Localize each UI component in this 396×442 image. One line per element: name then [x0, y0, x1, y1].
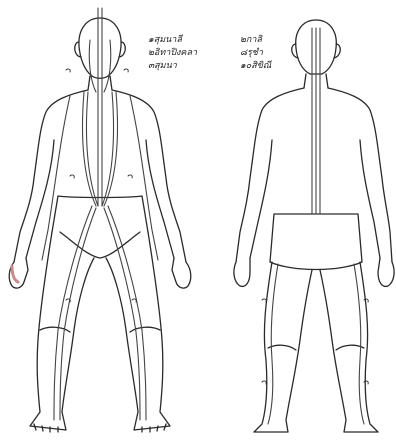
back-channels: [268, 28, 364, 424]
legend-right-item: ๑๐สิขิณี: [240, 60, 271, 73]
legend-right-item: ๒กาลิ: [240, 34, 271, 47]
front-waist: [52, 196, 148, 232]
front-right-leg: [106, 232, 170, 430]
front-left-arm-channel: [42, 96, 70, 260]
legend-left-item: ๒อิทาปิงคลา: [148, 47, 197, 60]
legend-right: ๒กาลิ ๘รุชำ ๑๐สิขิณี: [240, 34, 271, 73]
front-point-marker: [66, 69, 136, 302]
legend-right-item: ๘รุชำ: [240, 47, 271, 60]
front-left-leg: [30, 232, 94, 430]
back-leg-channels: [268, 264, 364, 424]
front-right-hand: [172, 258, 191, 288]
legend-left: ๑สุมนาลี ๒อิทาปิงคลา ๓สุมนา: [148, 34, 197, 73]
back-hands: [234, 258, 394, 286]
front-right-arm-channel: [130, 96, 158, 260]
front-left-diagonal: [83, 92, 99, 206]
front-torso: [14, 90, 186, 262]
front-right-diagonal: [102, 92, 118, 206]
front-right-leg-channels: [104, 206, 146, 420]
back-torso: [236, 88, 392, 262]
front-loincloth: [60, 232, 140, 258]
back-spine-channels: [312, 28, 320, 214]
back-knees: [268, 345, 364, 350]
back-legs: [254, 262, 378, 432]
legend-left-item: ๑สุมนาลี: [148, 34, 197, 47]
front-figure: [9, 18, 191, 432]
front-left-palm: [12, 266, 18, 282]
back-loincloth: [270, 214, 362, 270]
legend-left-item: ๓สุมนา: [148, 60, 197, 73]
point-markers: [66, 69, 368, 384]
front-channels: [12, 8, 158, 420]
front-left-leg-channels: [54, 206, 96, 420]
front-central-channel: [98, 8, 102, 206]
back-point-marker: [262, 299, 368, 384]
front-face-channels: [89, 40, 111, 92]
front-head: [79, 18, 121, 78]
back-figure: [234, 20, 394, 432]
